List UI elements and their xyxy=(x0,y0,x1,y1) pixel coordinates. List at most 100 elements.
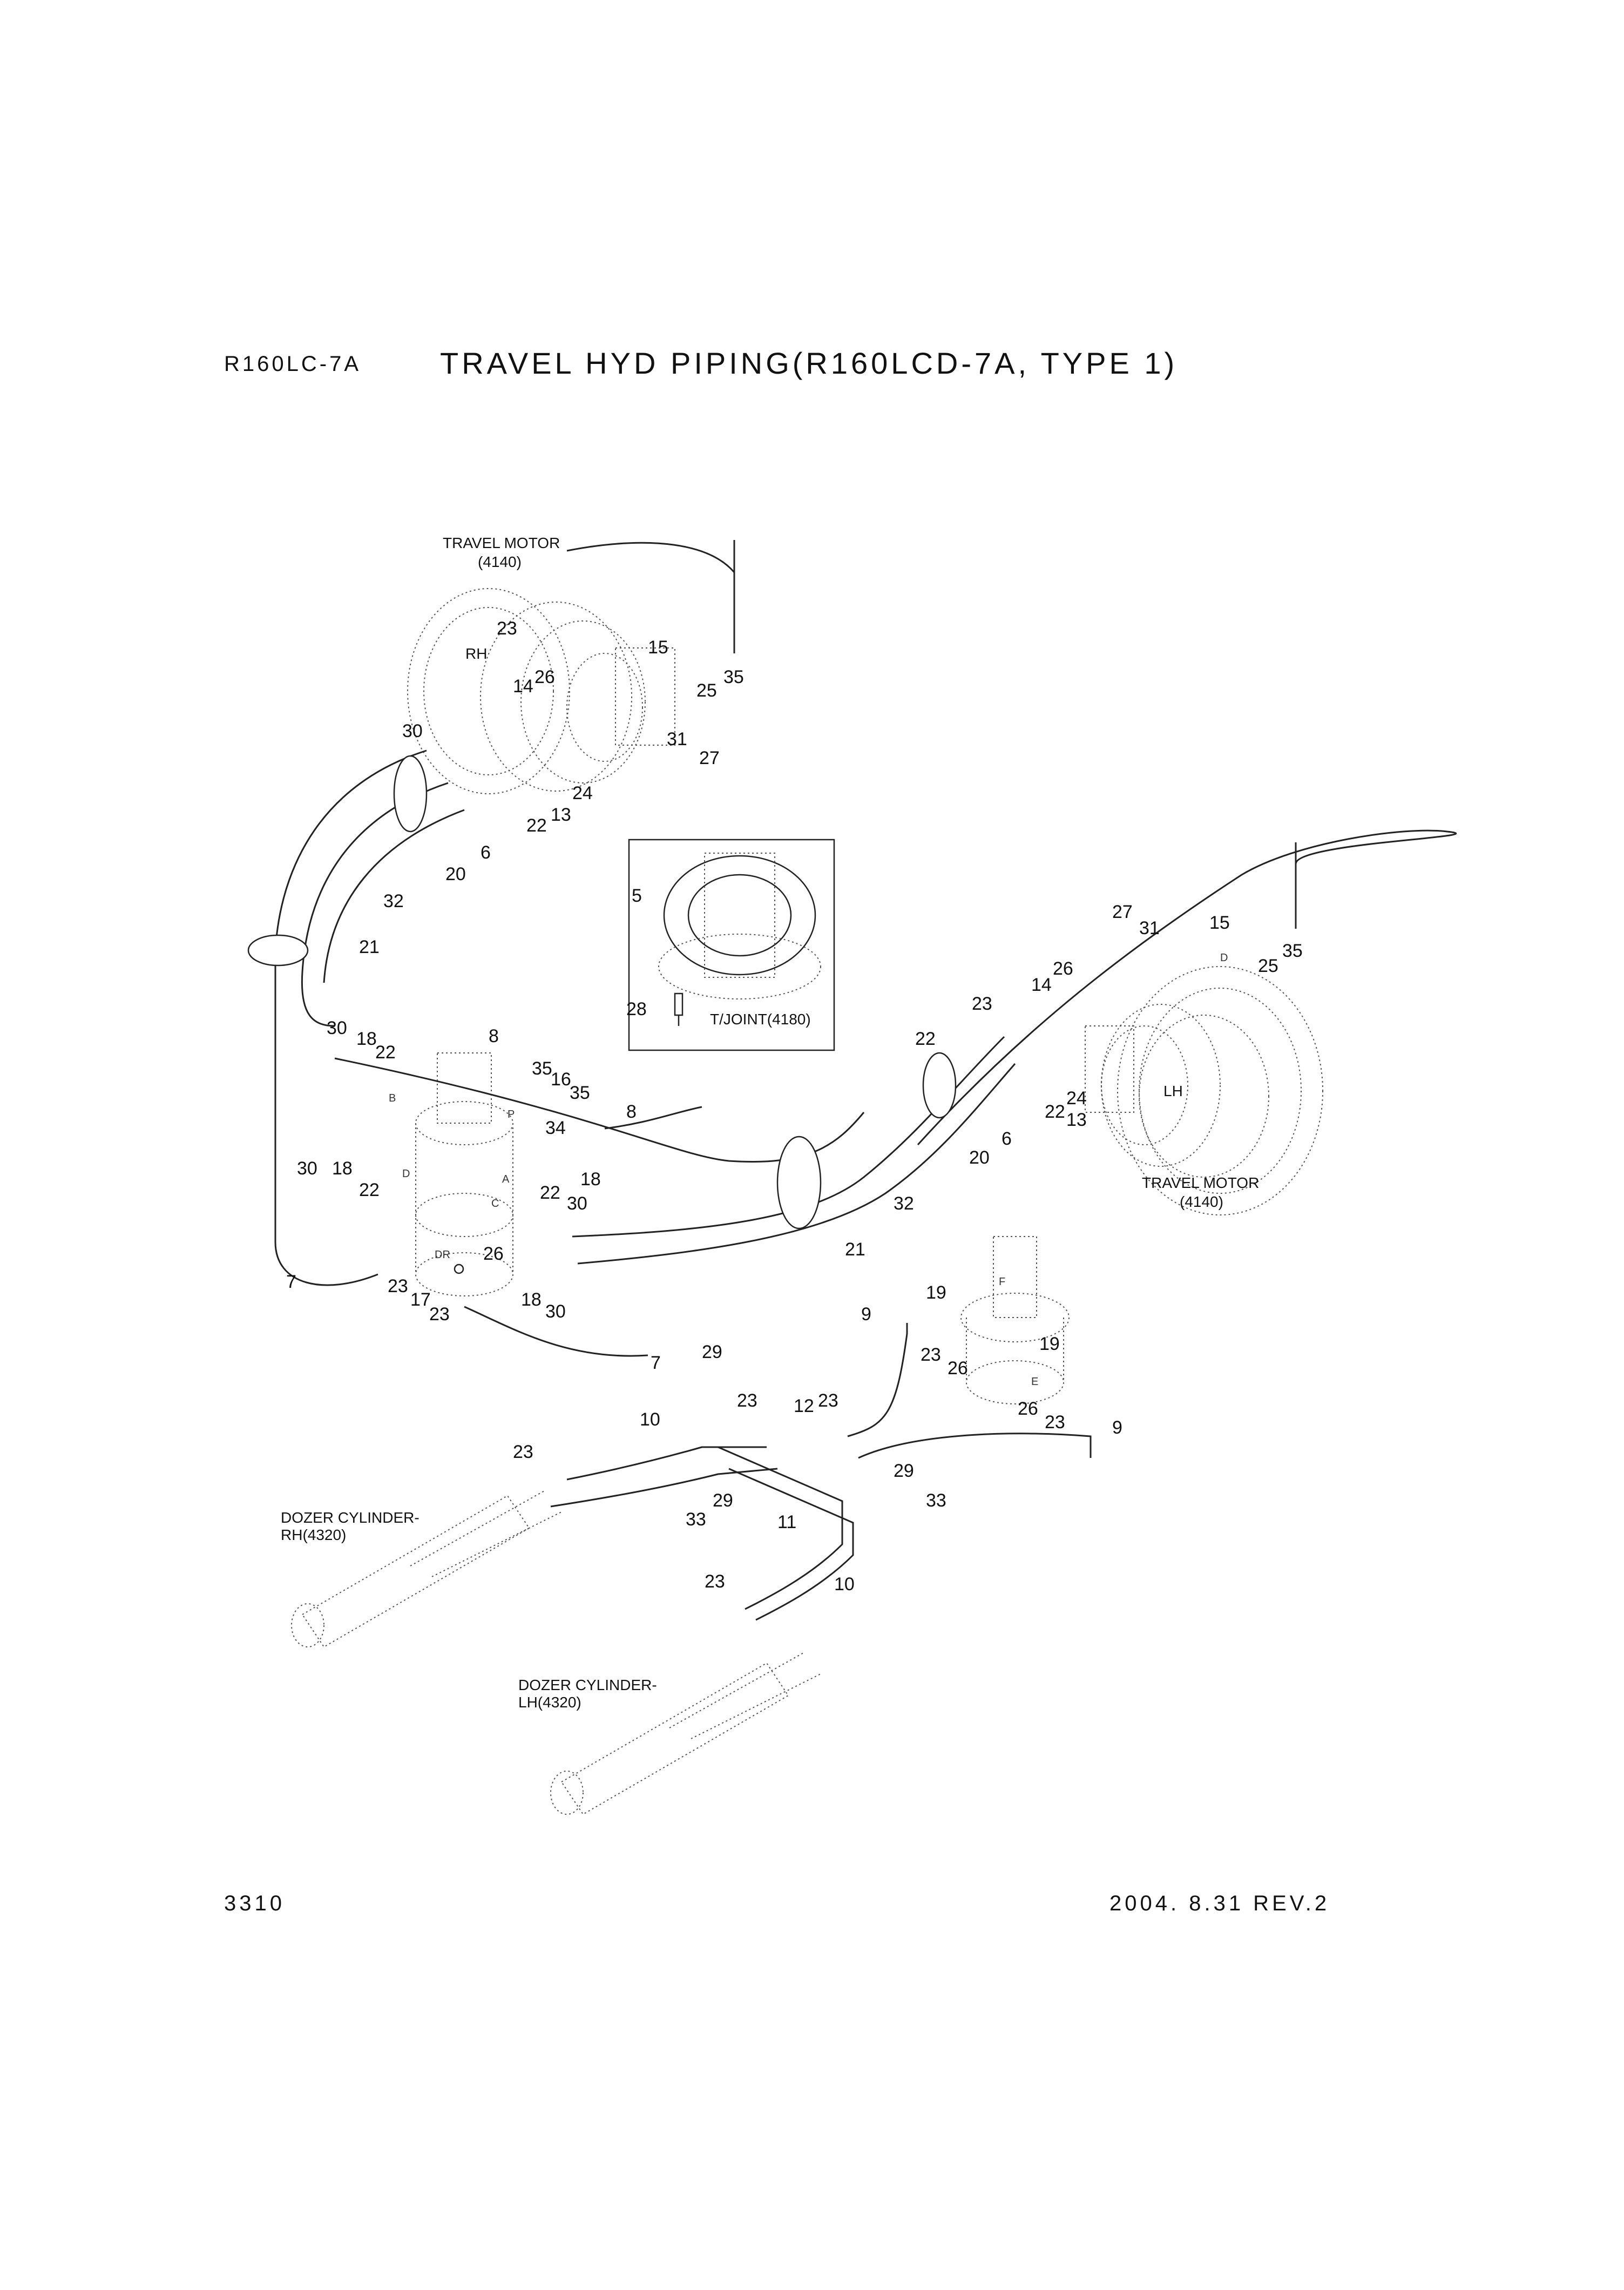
callout: 8 xyxy=(489,1026,499,1046)
callout: 15 xyxy=(1209,913,1230,933)
port-e: E xyxy=(1031,1376,1038,1388)
callout: 29 xyxy=(894,1461,914,1481)
callout: 10 xyxy=(834,1574,855,1595)
callout: 28 xyxy=(626,999,647,1019)
callout: 19 xyxy=(926,1282,946,1303)
callout: 5 xyxy=(632,886,642,906)
callout: 35 xyxy=(1282,941,1303,961)
callout: 9 xyxy=(861,1304,871,1325)
callout: 23 xyxy=(818,1390,838,1411)
turning-joint-center xyxy=(415,1052,513,1296)
callout: 18 xyxy=(332,1158,353,1179)
callout: 9 xyxy=(1112,1417,1122,1438)
port-a: A xyxy=(502,1173,510,1185)
callout: 18 xyxy=(356,1029,377,1049)
callout: 23 xyxy=(1045,1412,1065,1433)
travel-motor-lh xyxy=(1085,966,1323,1215)
turning-joint-dozer xyxy=(960,1236,1070,1404)
callout: 34 xyxy=(545,1118,566,1138)
callout: 6 xyxy=(481,842,491,863)
callout: 14 xyxy=(513,676,533,697)
callout: 23 xyxy=(972,994,992,1014)
caption-travel-motor-rh-ref: (4140) xyxy=(478,553,522,570)
dozer-cylinder-lh xyxy=(550,1652,821,1815)
callout: 30 xyxy=(402,721,423,741)
callout: 23 xyxy=(388,1276,408,1296)
callout: 29 xyxy=(702,1342,722,1362)
dozer-piping xyxy=(550,1323,1092,1621)
caption-travel-motor-lh: TRAVEL MOTOR xyxy=(1142,1174,1259,1191)
callout: 26 xyxy=(948,1358,968,1379)
port-p: P xyxy=(508,1109,515,1120)
tjoint-inset xyxy=(628,839,835,1051)
callout: 14 xyxy=(1031,975,1052,995)
callout: 15 xyxy=(648,637,668,658)
callout: 16 xyxy=(551,1069,571,1090)
caption-dozer-lh: DOZER CYLINDER- xyxy=(518,1677,657,1693)
callout: 22 xyxy=(359,1180,380,1200)
callout: 18 xyxy=(580,1169,601,1190)
callout: 26 xyxy=(1018,1399,1038,1419)
page-title: TRAVEL HYD PIPING(R160LCD-7A, TYPE 1) xyxy=(440,346,1178,380)
port-b: B xyxy=(389,1092,396,1104)
callout: 26 xyxy=(534,667,555,687)
callout: 26 xyxy=(483,1244,504,1264)
callout: 27 xyxy=(699,748,720,768)
caption-travel-motor-rh: TRAVEL MOTOR xyxy=(443,535,560,551)
callout: 30 xyxy=(567,1193,587,1214)
callout: 33 xyxy=(686,1509,706,1530)
callout: 30 xyxy=(327,1018,347,1038)
callout: 35 xyxy=(532,1058,552,1079)
callout: 13 xyxy=(551,805,571,825)
callout: 31 xyxy=(1139,918,1160,938)
callout: 25 xyxy=(696,680,717,701)
callout: 25 xyxy=(1258,956,1278,976)
callout: 32 xyxy=(894,1193,914,1214)
callout: 10 xyxy=(640,1409,660,1430)
dozer-cylinder-rh xyxy=(291,1490,562,1648)
port-d: D xyxy=(402,1168,410,1180)
port-d2: D xyxy=(1220,952,1228,964)
callout: 23 xyxy=(497,618,517,639)
callout: 26 xyxy=(1053,958,1073,979)
callout: 24 xyxy=(572,783,593,803)
travel-motor-rh xyxy=(407,588,675,794)
caption-dozer-rh-ref: RH(4320) xyxy=(281,1526,346,1543)
callout: 8 xyxy=(626,1102,637,1122)
callout: 7 xyxy=(651,1353,661,1373)
callout: 24 xyxy=(1066,1088,1087,1109)
callout: 21 xyxy=(359,937,380,957)
callout: 22 xyxy=(375,1042,396,1063)
callout: 12 xyxy=(794,1396,814,1416)
callout: 6 xyxy=(1002,1129,1012,1149)
callout: 22 xyxy=(1045,1102,1065,1122)
callout: 11 xyxy=(777,1512,796,1532)
callout: 35 xyxy=(570,1083,590,1103)
callout: 29 xyxy=(713,1490,733,1511)
callout: 33 xyxy=(926,1490,946,1511)
callout: 30 xyxy=(297,1158,317,1179)
callout: 23 xyxy=(513,1442,533,1462)
callout: 22 xyxy=(915,1029,936,1049)
callout: 22 xyxy=(526,815,547,836)
callout: 23 xyxy=(429,1304,450,1325)
callout: 35 xyxy=(723,667,744,687)
mark-rh: RH xyxy=(465,645,487,662)
part-callouts: 23 15 26 14 25 35 30 31 27 24 13 22 6 20… xyxy=(286,618,1303,1595)
caption-dozer-rh: DOZER CYLINDER- xyxy=(281,1509,419,1526)
callout: 27 xyxy=(1112,902,1133,922)
mark-lh: LH xyxy=(1163,1083,1183,1099)
callout: 21 xyxy=(845,1239,865,1260)
caption-tjoint: T/JOINT(4180) xyxy=(710,1011,811,1028)
callout: 22 xyxy=(540,1183,560,1203)
callout: 23 xyxy=(921,1345,941,1365)
callout: 17 xyxy=(410,1289,431,1310)
callout: 20 xyxy=(445,864,466,884)
date-revision: 2004. 8.31 REV.2 xyxy=(1109,1892,1330,1915)
port-c: C xyxy=(491,1198,499,1210)
model-code: R160LC-7A xyxy=(224,352,362,376)
callout: 18 xyxy=(521,1289,542,1310)
callout: 30 xyxy=(545,1301,566,1322)
callout: 13 xyxy=(1066,1110,1087,1130)
